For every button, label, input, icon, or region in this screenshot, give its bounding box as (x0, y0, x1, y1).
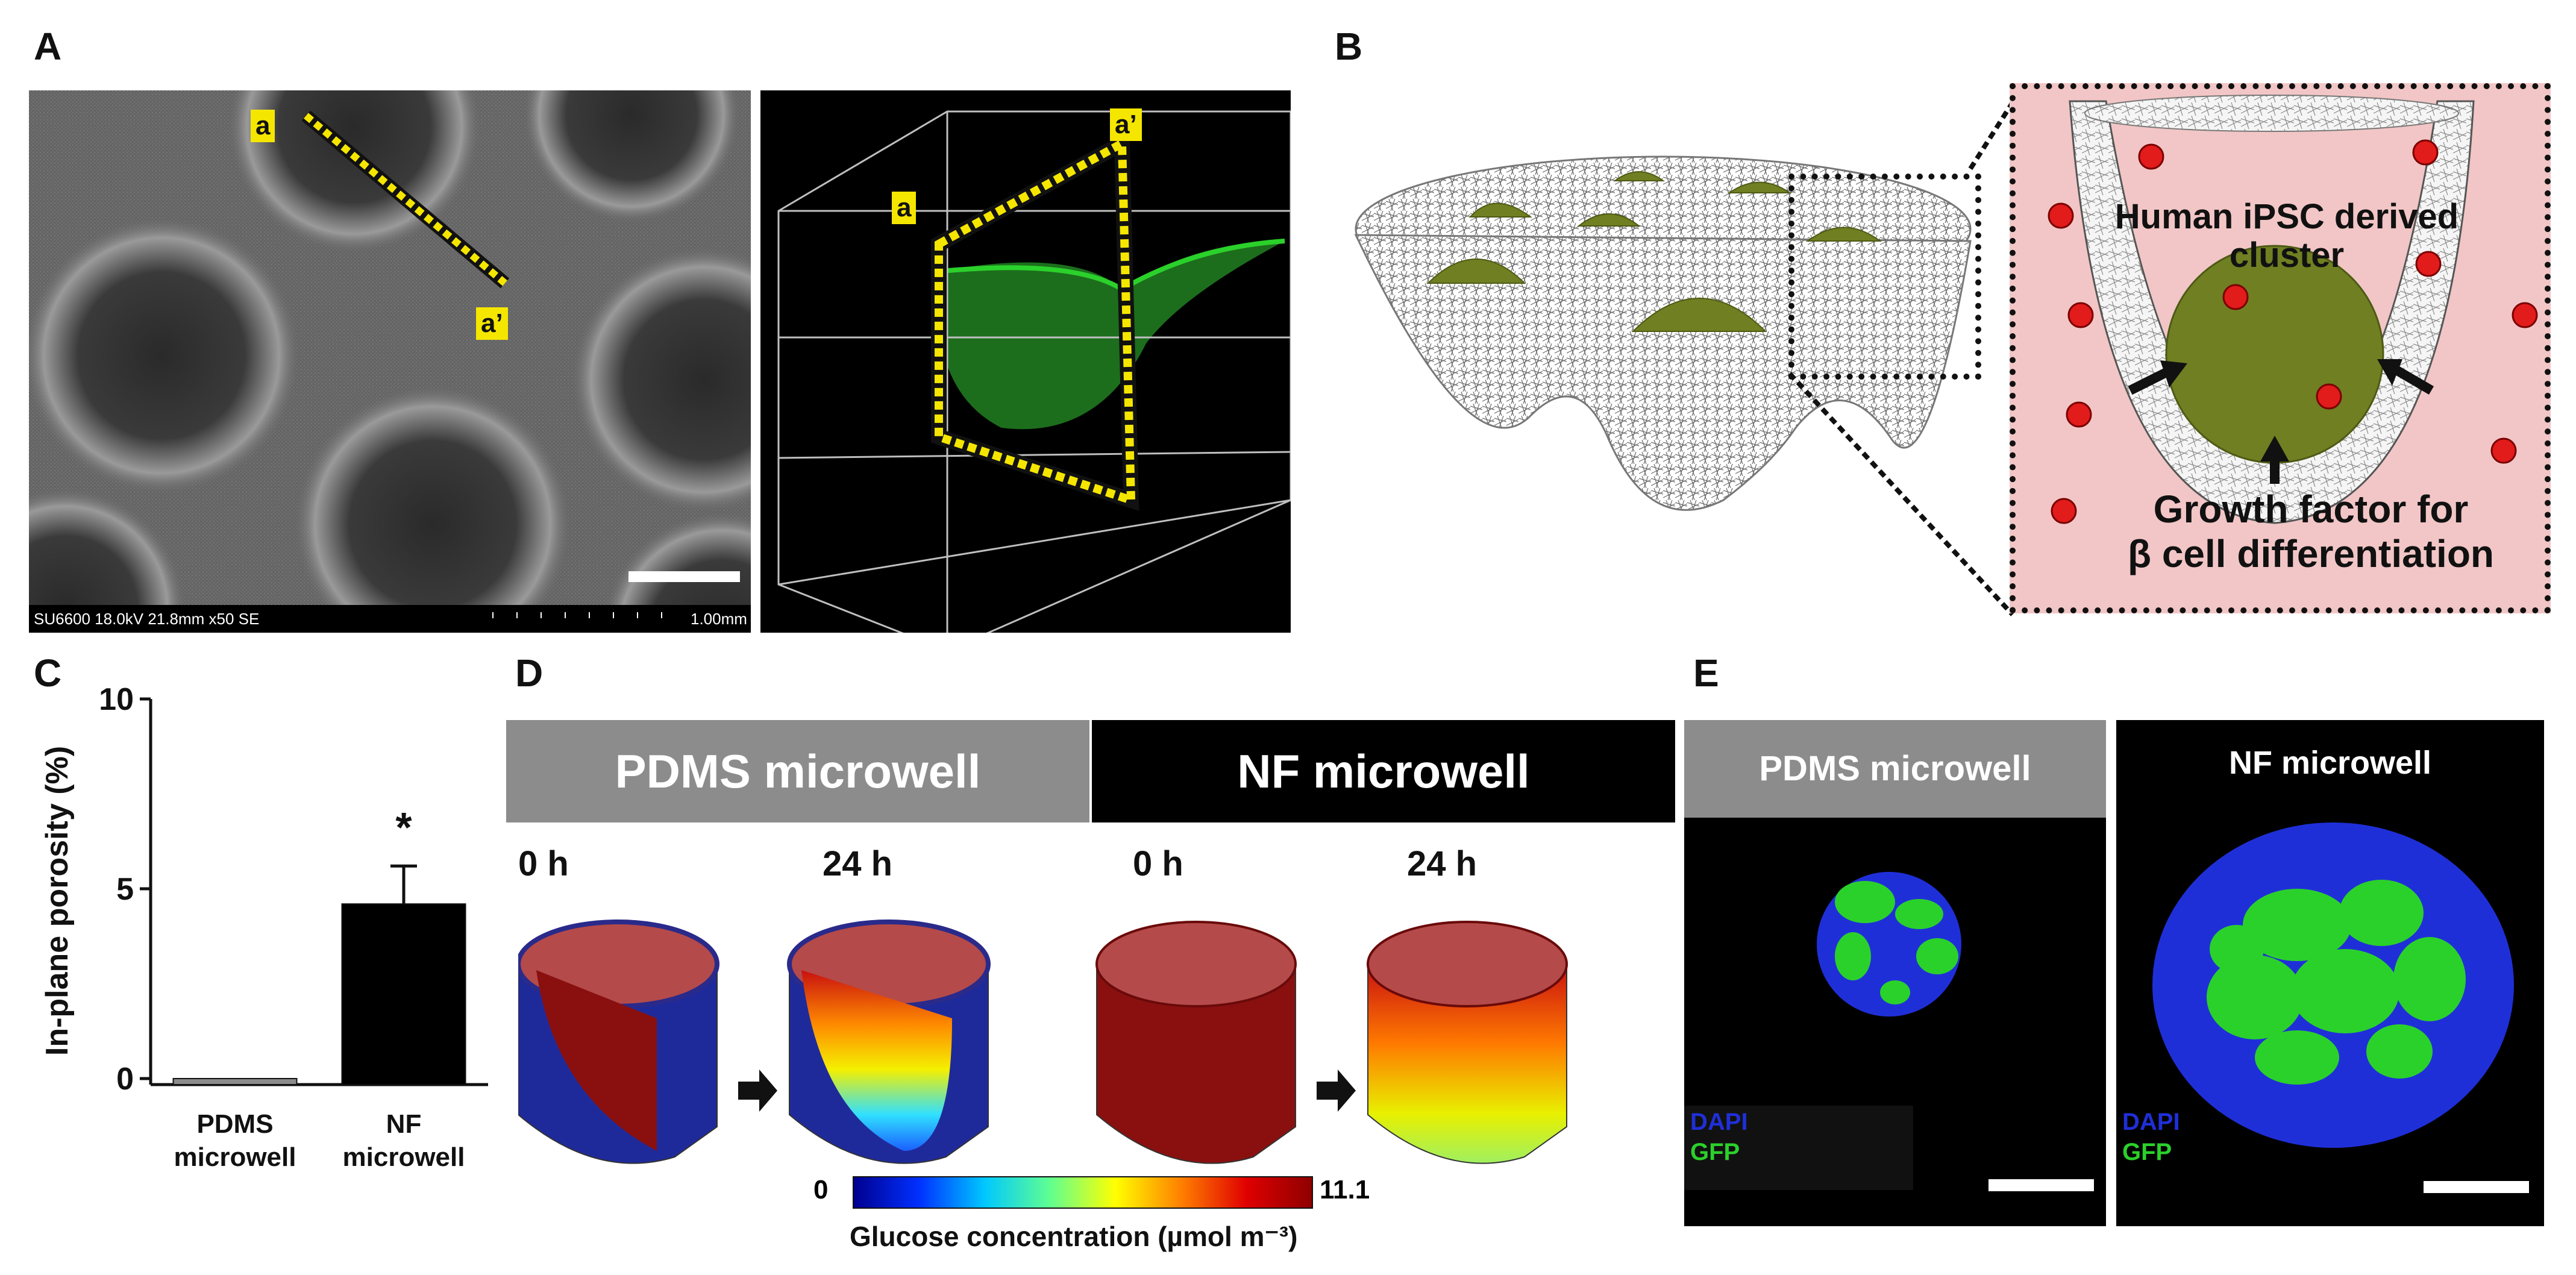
pdms-gfp-label: GFP (1690, 1139, 1740, 1165)
y-tick-label: 10 (99, 682, 134, 717)
panel-label-d: D (515, 651, 544, 695)
glucose-simulations (518, 919, 1568, 1164)
y-tick-label: 5 (116, 872, 134, 907)
growth-factor-label: Growth factor for β cell differentiation (2127, 487, 2495, 575)
scale-bar (2424, 1181, 2529, 1193)
panel-label-a: A (34, 25, 62, 68)
section-line-dots (304, 113, 507, 286)
glucose-colorbar (853, 1176, 1313, 1209)
time-label-2: 24 h (823, 844, 893, 883)
x-category-label: PDMS (196, 1109, 273, 1139)
significance-marker: * (395, 804, 412, 851)
colorbar-max: 11.1 (1320, 1175, 1370, 1205)
pdms-0h-model (518, 919, 719, 1164)
ipsc-cluster (2165, 245, 2384, 464)
bar (341, 903, 466, 1085)
y-axis-label: In-plane porosity (%) (40, 746, 75, 1056)
nf-title: NF microwell (2228, 745, 2432, 781)
x-category-label: NF (386, 1109, 422, 1139)
confocal-marker-a-prime: a’ (1110, 108, 1142, 141)
time-arrow (738, 1070, 777, 1112)
scale-bar (1988, 1179, 2094, 1191)
confocal-marker-a: a (892, 192, 917, 224)
confocal-3d-image: a a’ (760, 90, 1292, 652)
sem-marker-a: a (251, 110, 275, 142)
nf-fluorescence-panel: NF microwell DAPI GFP (2116, 720, 2544, 1226)
sem-footer-right: 1.00mm (691, 610, 747, 628)
nanofiber-microwell-array (1354, 155, 1972, 511)
cluster-label: Human iPSC derived cluster (2114, 197, 2459, 275)
pdms-24h-model (787, 919, 991, 1164)
microwell-fluorescence (941, 241, 1285, 430)
nf-gfp-label: GFP (2122, 1139, 2172, 1165)
pdms-dapi-label: DAPI (1690, 1109, 1748, 1135)
microwell-pit (523, 90, 740, 223)
x-category-label: microwell (174, 1142, 296, 1172)
panel-label-e: E (1693, 651, 1719, 695)
section-plane (935, 136, 1136, 506)
time-label-3: 0 h (1133, 844, 1183, 883)
sem-image: a a’ SU6600 18.0kV 21.8mm x50 SE 1.00mm (29, 90, 751, 633)
sem-marker-a-prime: a’ (476, 307, 508, 340)
pdms-title: PDMS microwell (1684, 720, 2106, 818)
pdms-fluorescence-panel: PDMS microwell DAPI GFP (1684, 720, 2106, 1226)
growth-factor-dots (2048, 139, 2538, 524)
panel-label-b: B (1335, 25, 1363, 68)
time-arrow (1317, 1070, 1356, 1112)
nf-dapi-label: DAPI (2122, 1109, 2180, 1135)
scale-bar (628, 571, 740, 582)
nf-0h-model (1095, 921, 1297, 1164)
callout-box: Human iPSC derived cluster Growth factor… (2010, 83, 2551, 613)
nf-cluster-gfp (2207, 880, 2466, 1085)
time-label-1: 0 h (518, 844, 569, 883)
zoom-region-box (1788, 174, 1981, 380)
panel-label-c: C (34, 651, 62, 695)
microwell-pit (29, 217, 300, 494)
time-label-4: 24 h (1407, 844, 1478, 883)
sem-surface (29, 90, 751, 633)
zoom-projection-lines (1788, 101, 2015, 616)
colorbar-title: Glucose concentration (µmol m⁻³) (850, 1221, 1298, 1252)
microwell-pit (294, 386, 571, 633)
x-category-label: microwell (343, 1142, 465, 1172)
header-nf-microwell: NF microwell (1092, 720, 1675, 822)
microwell-pit (571, 247, 751, 512)
nf-24h-model (1367, 921, 1568, 1164)
y-tick-label: 0 (116, 1062, 134, 1097)
microwell-pit (29, 488, 186, 633)
sem-footer-left: SU6600 18.0kV 21.8mm x50 SE (34, 610, 260, 628)
pdms-cluster-gfp (1835, 881, 1958, 1004)
bar (172, 1078, 298, 1085)
colorbar-min: 0 (813, 1175, 829, 1205)
header-pdms-microwell: PDMS microwell (506, 720, 1089, 822)
